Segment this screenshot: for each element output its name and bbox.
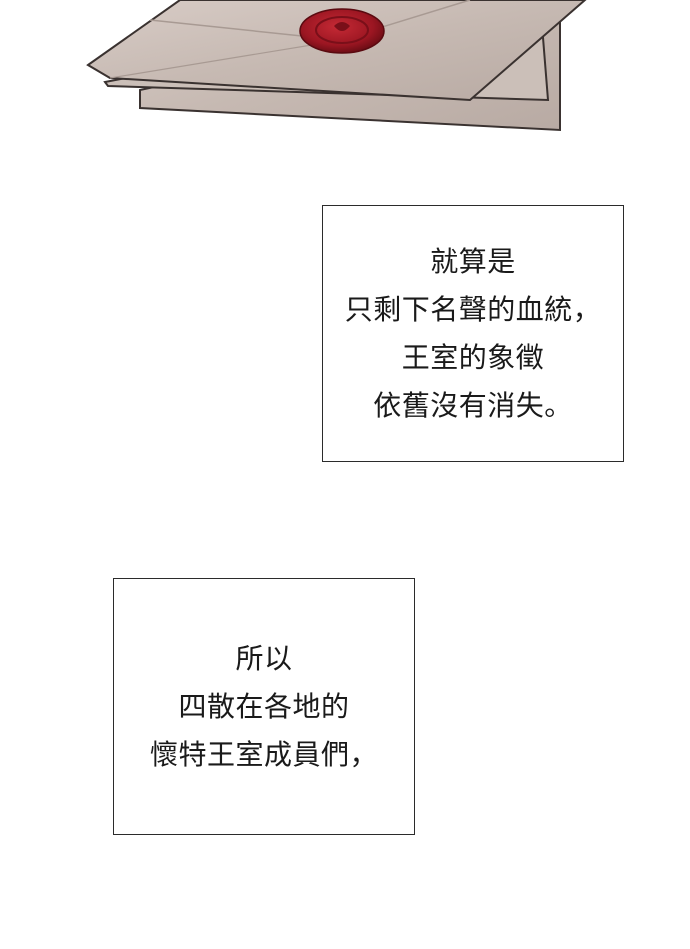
caption-line: 四散在各地的 xyxy=(178,689,350,723)
wax-seal-icon xyxy=(299,8,385,54)
caption-line: 所以 xyxy=(235,641,293,675)
caption-box-1: 就算是 只剩下名聲的血統， 王室的象徵 依舊沒有消失。 xyxy=(322,205,624,462)
caption-line: 就算是 xyxy=(430,244,516,278)
envelope-stack-illustration xyxy=(86,0,587,132)
caption-line: 依舊沒有消失。 xyxy=(373,388,573,422)
caption-line: 王室的象徵 xyxy=(401,340,545,374)
caption-box-2: 所以 四散在各地的 懷特王室成員們， xyxy=(113,578,415,835)
caption-line: 懷特王室成員們， xyxy=(149,737,378,771)
caption-line: 只剩下名聲的血統， xyxy=(344,292,602,326)
